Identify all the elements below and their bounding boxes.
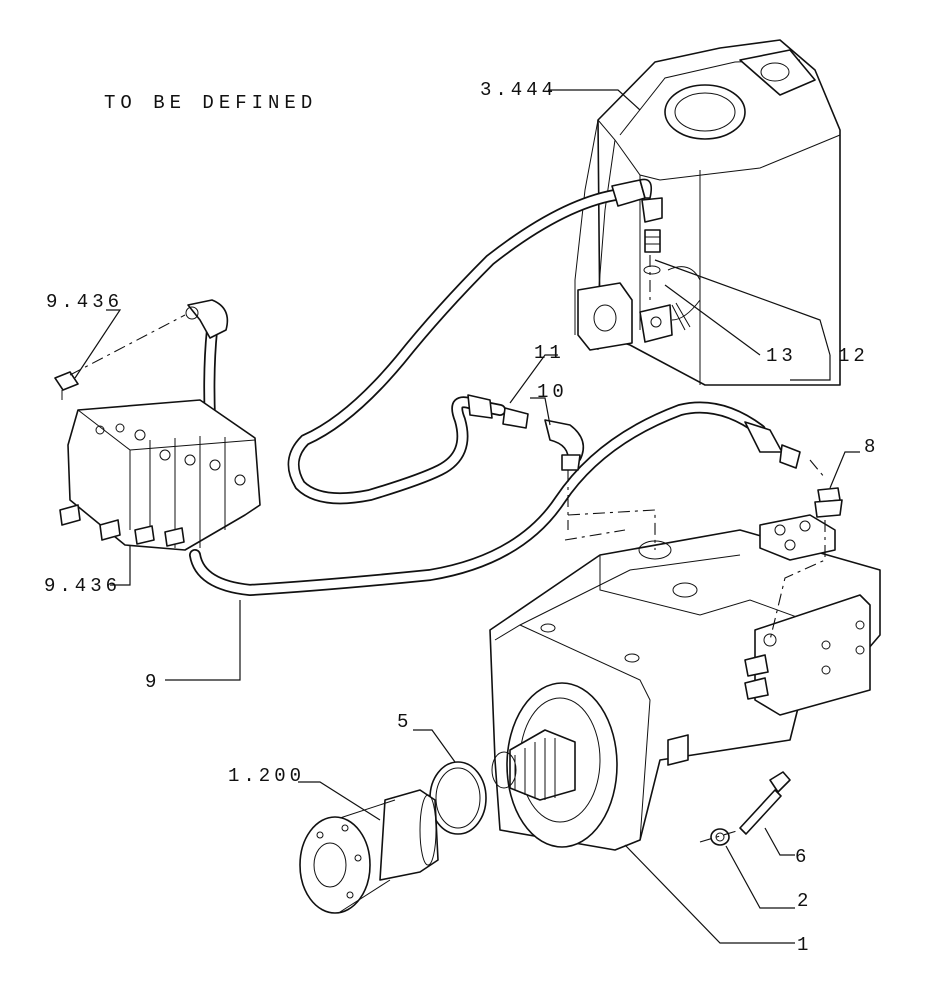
bolt <box>739 771 791 835</box>
callout-3444: 3.444 <box>480 79 557 101</box>
fitting-10-elbow <box>544 419 585 471</box>
callout-6: 6 <box>795 846 810 868</box>
callout-9436-sensor: 9.436 <box>46 291 123 313</box>
callout-2: 2 <box>797 890 812 912</box>
callout-9436-valve: 9.436 <box>44 575 121 597</box>
callout-11: 11 <box>534 342 565 364</box>
callout-13: 13 <box>766 345 797 367</box>
frame-housing <box>574 39 841 386</box>
fitting-top-elbow <box>611 178 663 223</box>
callout-5: 5 <box>397 711 412 733</box>
fitting-11 <box>467 394 529 429</box>
fitting-12-13 <box>643 229 661 275</box>
sensor-9436 <box>54 371 79 400</box>
fitting-8 <box>814 487 843 518</box>
callout-1: 1 <box>797 934 812 956</box>
hose-a <box>287 189 621 505</box>
control-valve-block <box>59 399 261 551</box>
hydraulic-pump <box>489 514 881 851</box>
fitting-9436-elbow <box>185 299 229 339</box>
hose-b-9 <box>189 401 766 597</box>
callout-10: 10 <box>537 381 568 403</box>
callout-12: 12 <box>838 345 869 367</box>
coupling-1200 <box>299 789 439 914</box>
o-ring <box>429 761 487 835</box>
callout-8: 8 <box>864 436 879 458</box>
washer <box>710 828 730 846</box>
note-text: TO BE DEFINED <box>104 92 317 114</box>
callout-9: 9 <box>145 671 160 693</box>
callout-1200: 1.200 <box>228 765 305 787</box>
fitting-hose-right-end <box>744 421 801 469</box>
